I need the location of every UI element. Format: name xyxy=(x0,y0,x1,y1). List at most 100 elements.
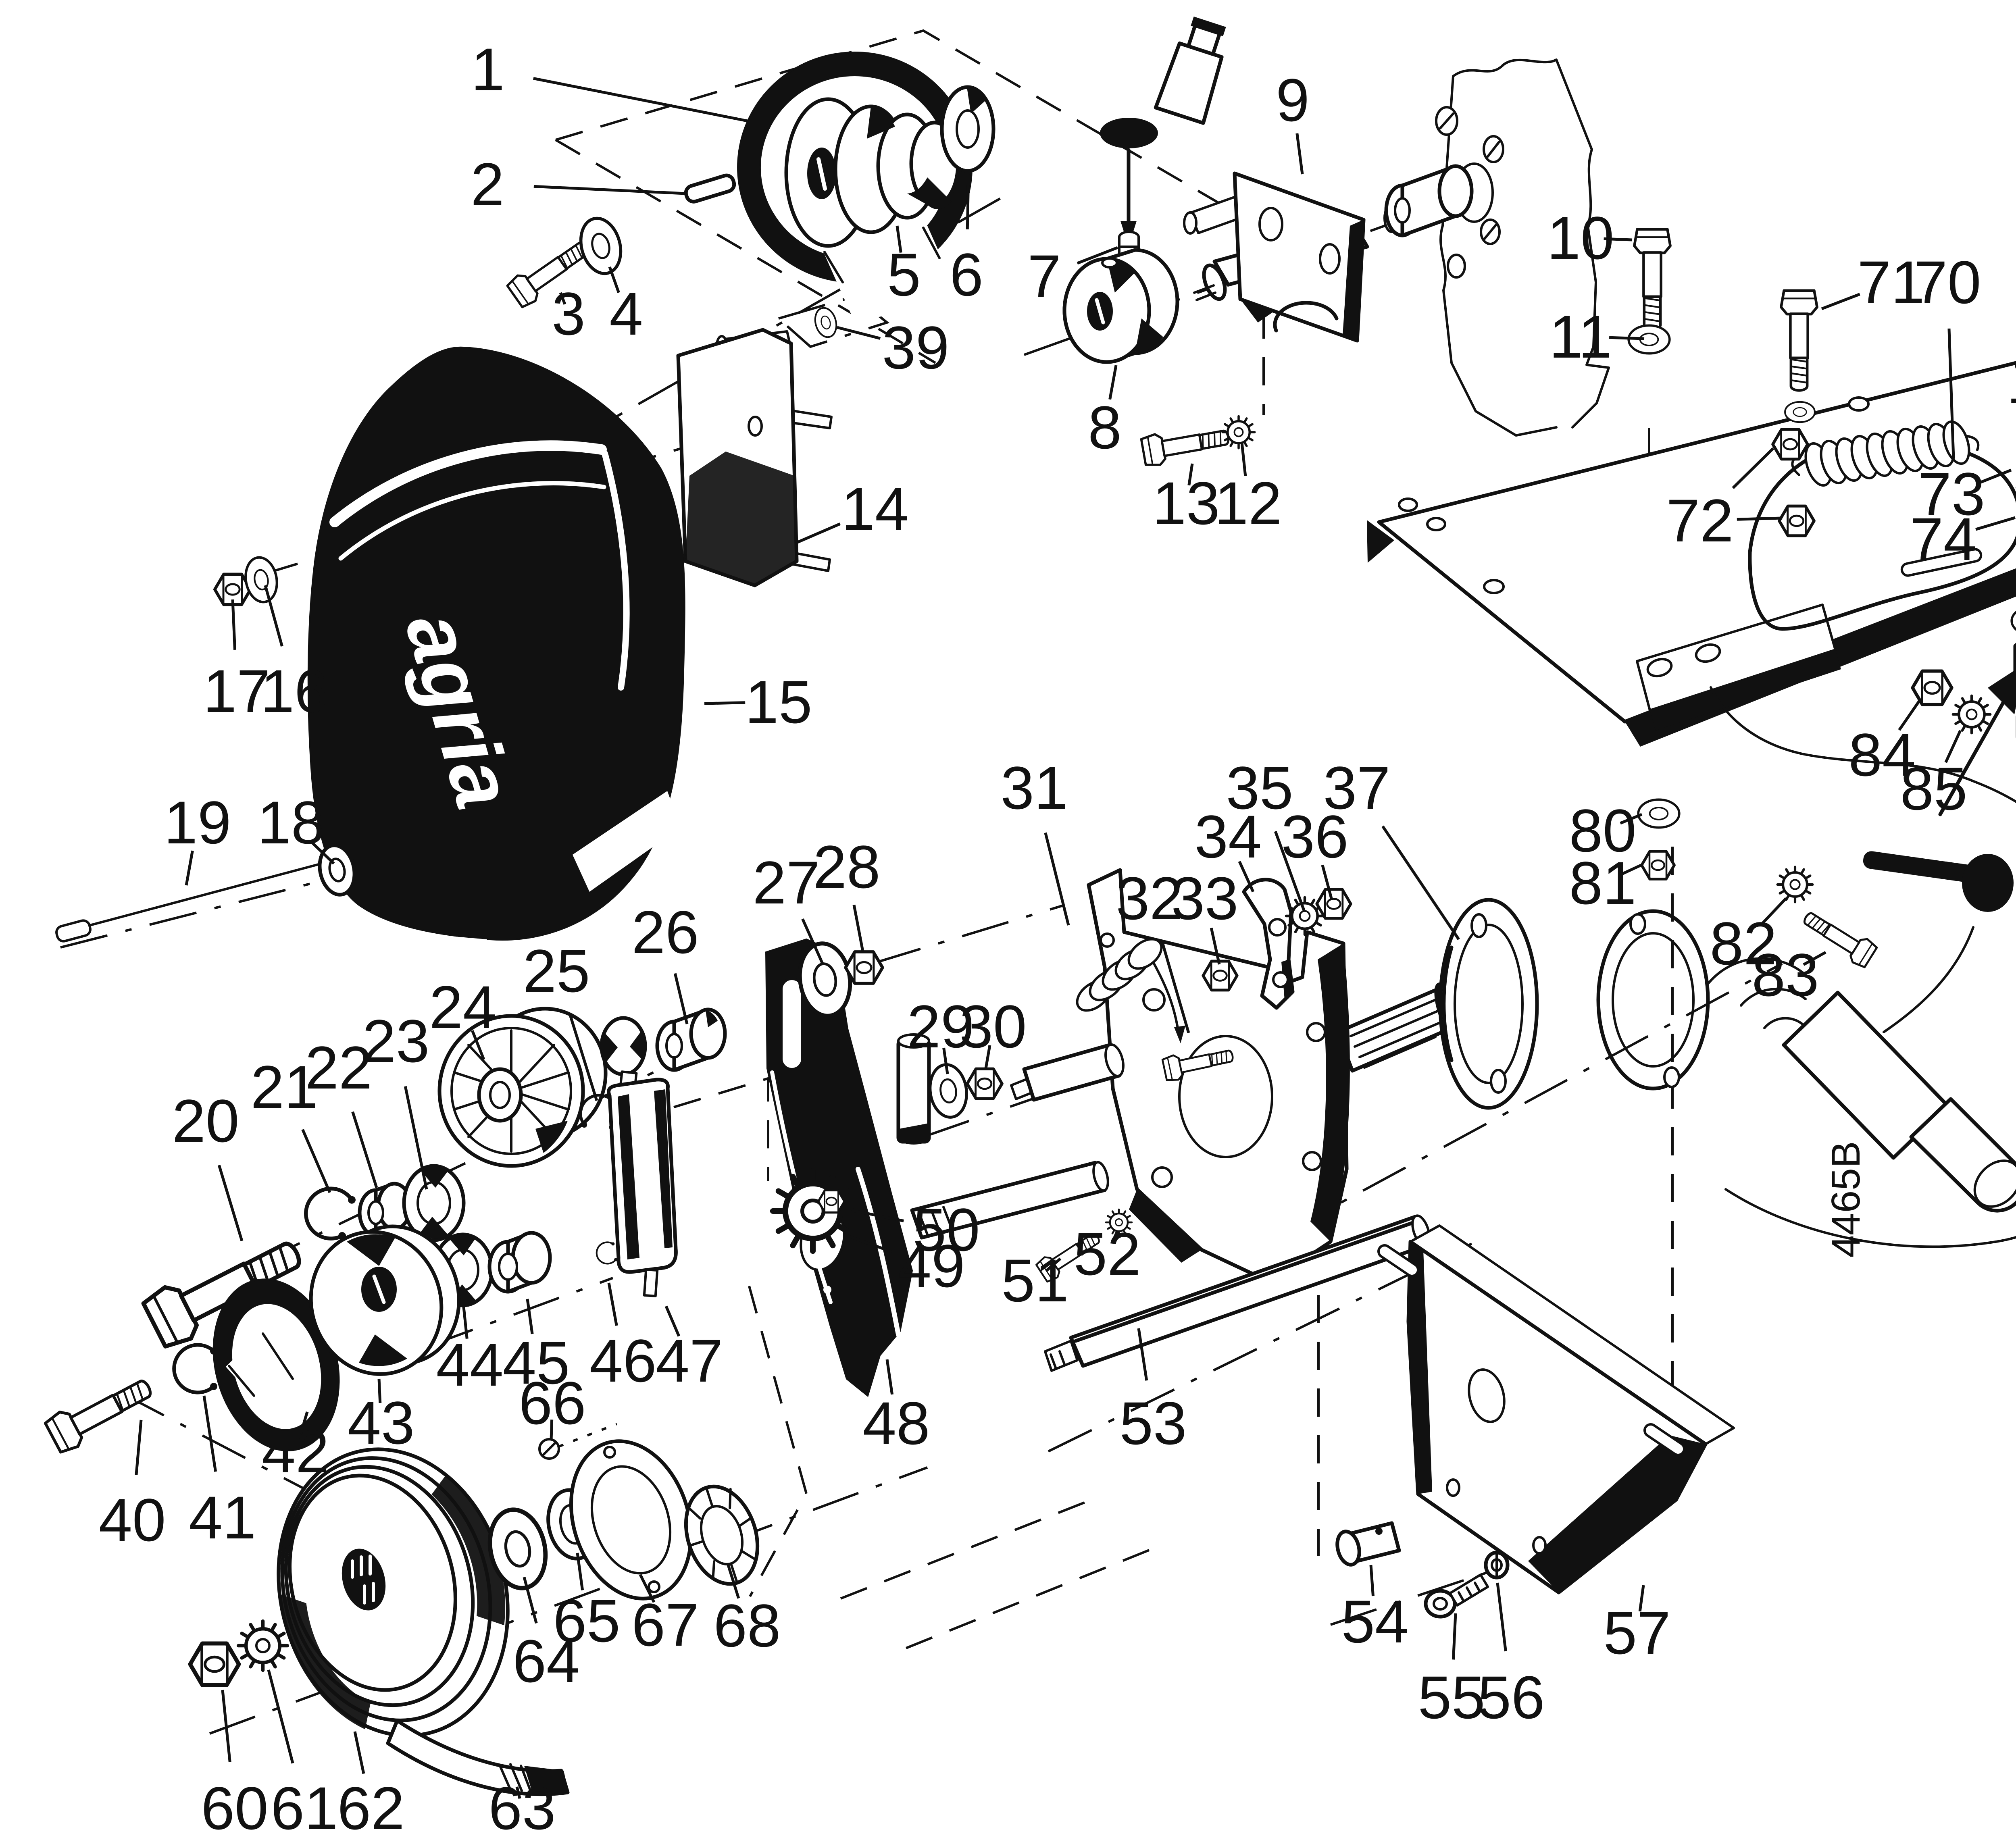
part-label-2: 2 xyxy=(471,150,504,218)
part-label-15: 15 xyxy=(745,668,812,736)
leader-line-18 xyxy=(309,840,335,865)
adjuster-handle xyxy=(1863,851,2014,912)
upper-tie-rod xyxy=(910,1161,1109,1240)
part-label-10: 10 xyxy=(1547,204,1614,272)
leader-line-19 xyxy=(185,850,194,886)
part-label-19: 19 xyxy=(164,789,231,856)
part-8-collar xyxy=(1062,248,1179,364)
detent-pin xyxy=(1010,1043,1125,1102)
part-label-21: 21 xyxy=(251,1053,318,1121)
leader-line-16 xyxy=(264,585,283,647)
part-40-bolt xyxy=(44,1370,158,1455)
part-36-nut xyxy=(1317,889,1351,918)
leader-line-54 xyxy=(1369,1565,1375,1596)
part-label-82: 82 xyxy=(1710,910,1777,977)
leader-line-55 xyxy=(1452,1613,1457,1660)
leader-line-24 xyxy=(471,1030,485,1060)
gearbox-housing-outline xyxy=(1710,686,2016,1248)
part-22-spacer xyxy=(358,1182,412,1237)
part-label-33: 33 xyxy=(1171,864,1239,932)
part-label-73: 73 xyxy=(1918,460,1985,528)
part-label-1: 1 xyxy=(471,35,504,103)
part-71-washer xyxy=(1785,402,1815,422)
part-66-screw xyxy=(538,1423,618,1460)
part-29-pivot-pin xyxy=(896,1033,931,1145)
part-label-46: 46 xyxy=(589,1327,657,1395)
adjuster-arrow xyxy=(1938,669,2016,816)
part-39-o-ring xyxy=(812,306,839,339)
part-label-17: 17 xyxy=(203,657,271,725)
part-43-pulley-disc xyxy=(309,1224,461,1376)
part-6-washer xyxy=(940,85,996,173)
leader-line-30 xyxy=(984,1045,991,1069)
leader-line-73 xyxy=(1978,468,2012,485)
part-label-20: 20 xyxy=(172,1087,240,1155)
leader-line-46 xyxy=(607,1282,618,1326)
leader-line-1 xyxy=(533,77,748,123)
part-72-nut-upper xyxy=(1773,429,1808,459)
leader-line-53 xyxy=(1137,1328,1148,1381)
part-label-11: 11 xyxy=(1549,303,1612,370)
leader-line-5 xyxy=(896,225,902,253)
leader-line-10 xyxy=(1604,237,1633,241)
leader-line-44 xyxy=(462,1307,469,1339)
part-label-29: 29 xyxy=(907,993,975,1060)
part-85-lock-washer xyxy=(1953,696,1990,733)
part-label-27: 27 xyxy=(753,849,820,916)
part-61-lock-washer xyxy=(238,1621,287,1670)
part-54-pin xyxy=(1335,1521,1401,1567)
part-label-52: 52 xyxy=(1074,1220,1141,1288)
leader-line-64 xyxy=(523,1577,538,1624)
leader-line-33 xyxy=(1210,928,1221,965)
oil-bottle xyxy=(1154,17,1226,125)
part-label-42: 42 xyxy=(262,1417,329,1485)
part-16-washer xyxy=(242,555,280,604)
part-label-85: 85 xyxy=(1900,755,1968,822)
part-67-bearing-flange xyxy=(569,1439,693,1601)
construction-lines xyxy=(60,29,1783,1735)
part-26-bushing xyxy=(655,1007,727,1072)
part-label-40: 40 xyxy=(99,1486,166,1554)
part-82-lock-washer xyxy=(1777,867,1812,902)
part-9-bushing xyxy=(1384,164,1474,237)
leader-line-28 xyxy=(852,904,864,952)
part-4-washer xyxy=(575,214,627,278)
leader-line-67 xyxy=(639,1574,656,1603)
part-57-lower-guard xyxy=(1377,1224,1735,1594)
leader-line-57 xyxy=(1638,1585,1645,1612)
leader-line-39 xyxy=(837,326,881,340)
part-label-57: 57 xyxy=(1604,1599,1671,1667)
part-37-splined-shaft xyxy=(1310,898,1539,1110)
leader-line-27 xyxy=(801,918,824,964)
part-label-22: 22 xyxy=(305,1034,373,1101)
part-label-31: 31 xyxy=(1001,754,1068,822)
leader-lines xyxy=(135,77,2016,1799)
leader-line-11 xyxy=(1609,336,1645,340)
part-label-34: 34 xyxy=(1195,803,1262,870)
part-68-bearing xyxy=(684,1484,760,1586)
part-label-3: 3 xyxy=(552,280,585,348)
part-label-60: 60 xyxy=(201,1774,269,1842)
part-label-4: 4 xyxy=(609,280,643,348)
gearbox-output-shaft xyxy=(1708,957,2016,1213)
leader-line-45 xyxy=(526,1299,534,1334)
part-label-61: 61 xyxy=(271,1774,338,1842)
leader-line-71 xyxy=(1821,293,1860,310)
part-55-socket-screw xyxy=(1424,1574,1489,1619)
part-label-9: 9 xyxy=(1276,66,1309,134)
part-30-nut xyxy=(967,1069,1002,1099)
drawing-number: 4465B xyxy=(1823,1141,1868,1257)
part-label-47: 47 xyxy=(656,1327,723,1395)
part-label-49: 49 xyxy=(898,1232,965,1300)
part-23-bearing xyxy=(402,1164,466,1242)
leader-line-60 xyxy=(221,1690,231,1762)
leader-line-81 xyxy=(1619,864,1642,876)
part-63-belt-end xyxy=(386,1719,570,1796)
leader-line-40 xyxy=(135,1419,143,1475)
leader-line-17 xyxy=(231,599,236,650)
part-label-12: 12 xyxy=(1215,469,1282,537)
leader-line-49 xyxy=(843,1233,893,1253)
part-label-72: 72 xyxy=(1666,487,1734,554)
